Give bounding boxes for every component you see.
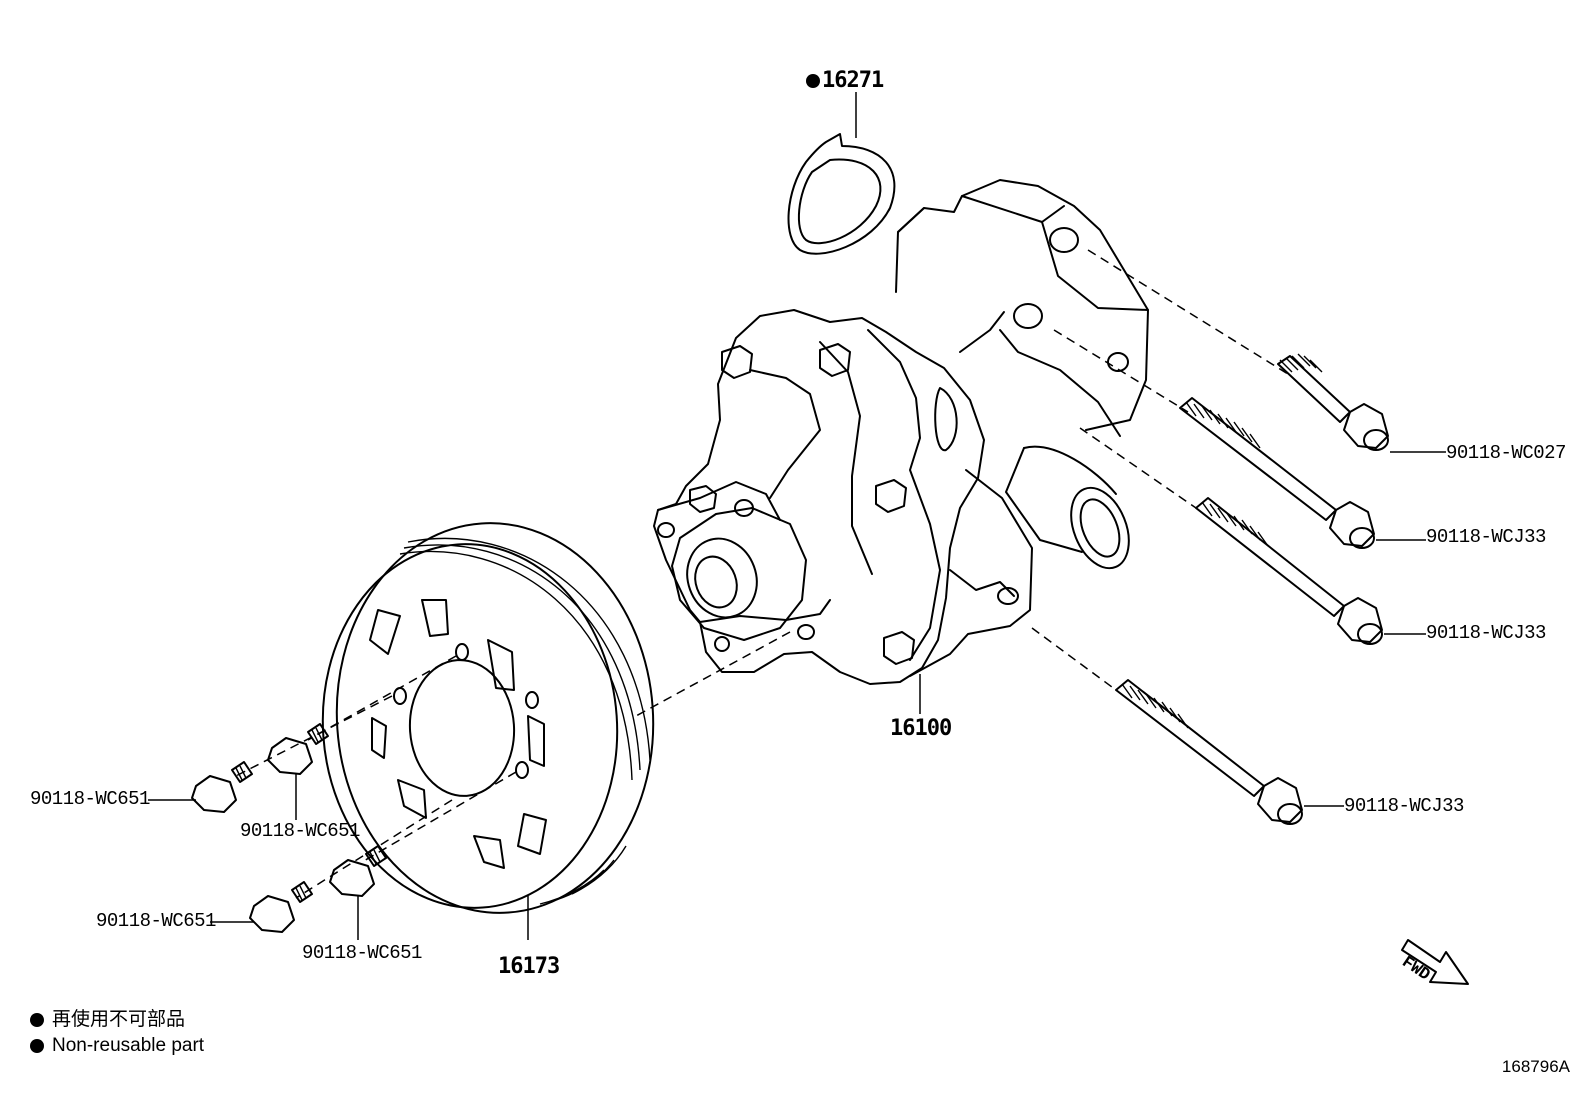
part-label-90118-wc651-b: 90118-WC651 [240,820,360,842]
fwd-arrow-icon [1401,939,1469,985]
part-label-16100: 16100 [890,716,952,741]
bolt-wcj33-b [1079,427,1426,645]
legend-dot-icon [30,1012,44,1027]
bolt-wcj33-c [1031,627,1344,825]
part-label-16173: 16173 [498,954,560,979]
part-label-16271: 16271 [806,70,884,92]
legend-dot-icon [30,1038,44,1053]
gasket-ring [787,92,896,255]
part-label-90118-wcj33-c: 90118-WCJ33 [1344,795,1464,817]
part-label-90118-wc027: 90118-WC027 [1446,442,1566,464]
part-label-90118-wc651-d: 90118-WC651 [302,942,422,964]
figure-number: 168796A [1501,1057,1570,1076]
part-label-90118-wcj33-b: 90118-WCJ33 [1426,622,1546,644]
bolt-wc027 [1087,249,1446,453]
legend-en: Non-reusable part [30,1036,204,1055]
legend-jp: 再使用不可部品 [30,1010,185,1029]
flange-bolt-heads [689,343,915,665]
bolt-wcj33-a [1053,329,1426,549]
water-pump-body [653,179,1149,714]
part-label-90118-wcj33-a: 90118-WCJ33 [1426,526,1546,548]
non-reusable-dot-icon [806,74,820,88]
pulley [321,522,655,940]
part-label-90118-wc651-c: 90118-WC651 [96,910,216,932]
part-label-90118-wc651-a: 90118-WC651 [30,788,150,810]
bolt-wc651-group [148,655,517,940]
alignment-line-pulley [635,631,791,717]
